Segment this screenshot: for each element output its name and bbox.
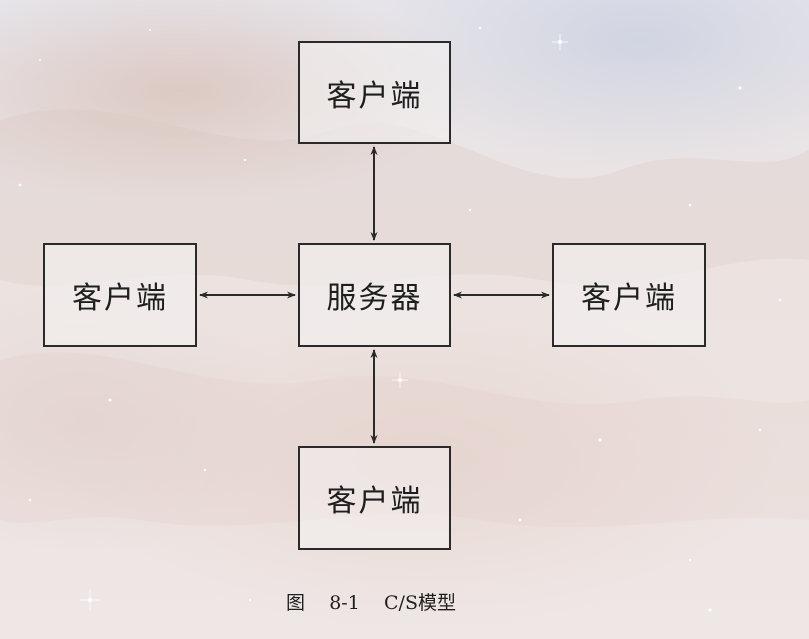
client-node-right-label: 客户端 [581, 281, 677, 316]
figure-caption-number: 8-1 [329, 592, 360, 614]
figure-caption: 图 8-1 C/S模型 [0, 588, 742, 615]
client-node-top: 客户端 [298, 41, 451, 144]
figure-caption-title: C/S模型 [384, 592, 456, 614]
server-node: 服务器 [298, 243, 451, 347]
client-node-bottom-label: 客户端 [326, 484, 423, 519]
server-node-label: 服务器 [326, 281, 423, 316]
figure-caption-prefix: 图 [286, 592, 306, 614]
client-node-top-label: 客户端 [326, 78, 423, 114]
client-node-left-label: 客户端 [72, 281, 168, 316]
client-node-right: 客户端 [552, 243, 706, 347]
client-node-left: 客户端 [43, 243, 197, 347]
client-node-bottom: 客户端 [298, 446, 451, 550]
